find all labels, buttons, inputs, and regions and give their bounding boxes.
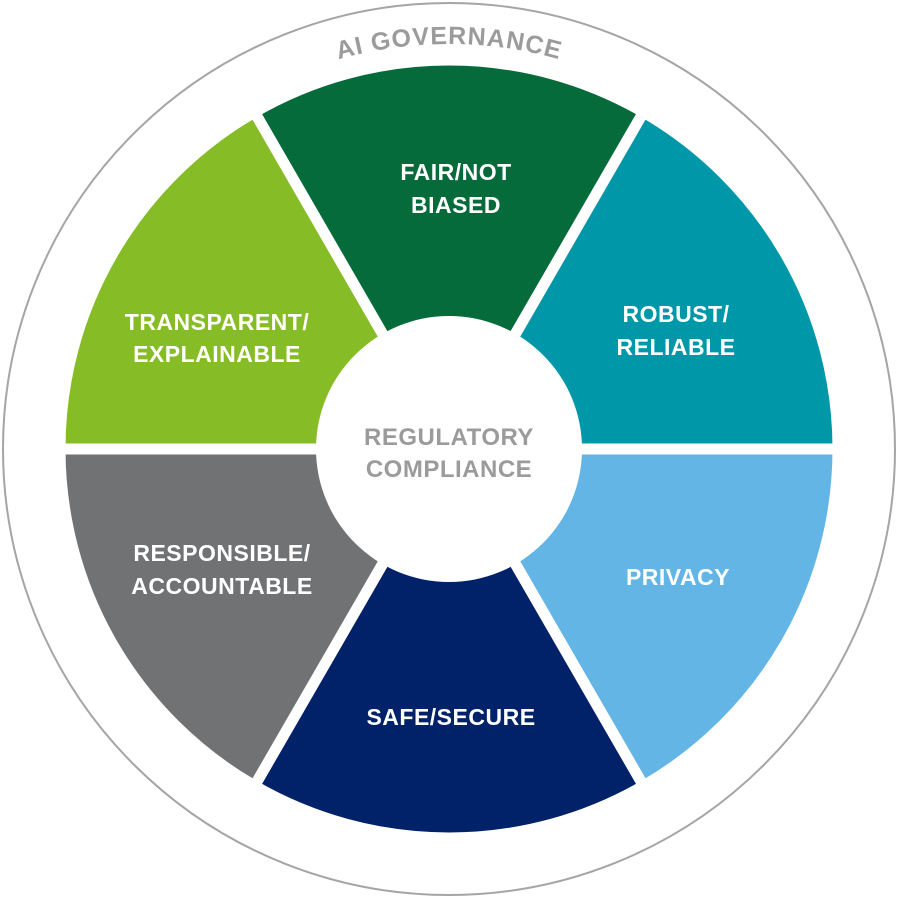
segment-label-robust-line1: ROBUST/ (623, 301, 730, 327)
segment-label-responsible-line2: ACCOUNTABLE (131, 573, 312, 599)
segment-label-transparent-line2: EXPLAINABLE (133, 341, 301, 367)
segment-label-responsible-line1: RESPONSIBLE/ (133, 540, 310, 566)
segment-label-fair-line1: FAIR/NOT (400, 159, 511, 185)
segment-label-privacy: PRIVACY (626, 564, 730, 590)
center-circle (316, 316, 582, 582)
segment-label-transparent-line1: TRANSPARENT/ (125, 309, 310, 335)
center-label-line2: COMPLIANCE (366, 456, 532, 483)
segment-label-robust-line2: RELIABLE (617, 334, 736, 360)
center-label-line1: REGULATORY (364, 424, 534, 451)
segment-label-safe: SAFE/SECURE (366, 704, 535, 730)
segment-label-fair-line2: BIASED (411, 192, 501, 218)
